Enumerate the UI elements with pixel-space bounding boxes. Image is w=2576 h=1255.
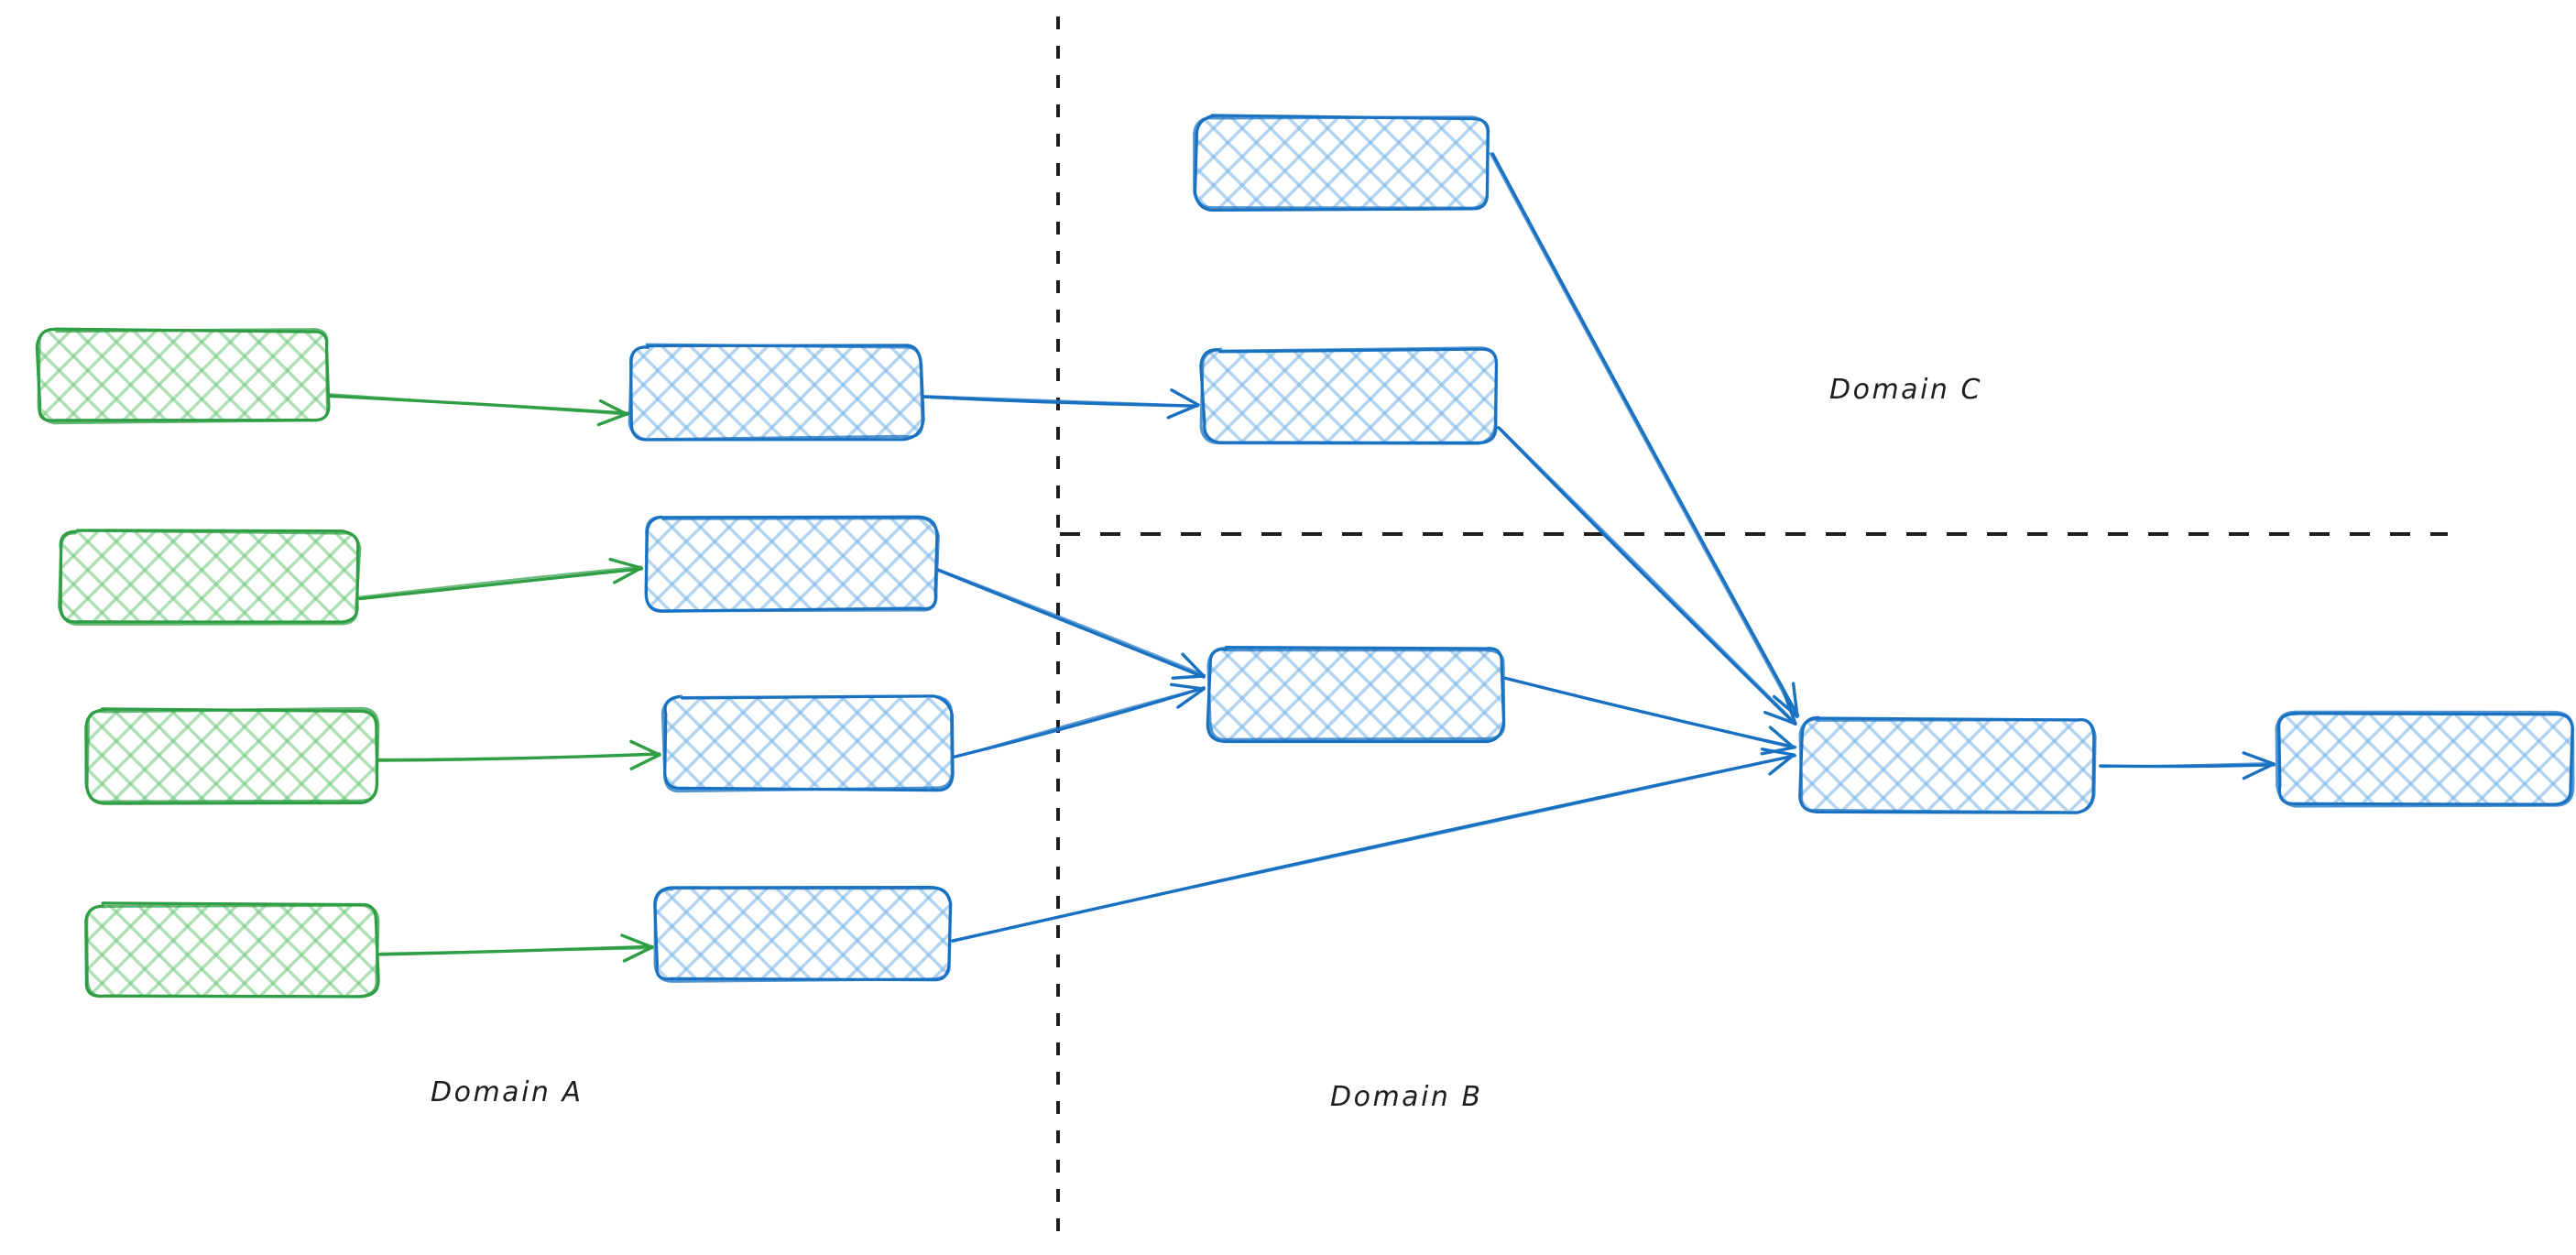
domain-label-b: Domain B xyxy=(1330,1081,1483,1113)
edge-arrow xyxy=(1503,676,1797,756)
node-blue-box[interactable] xyxy=(660,694,955,793)
node-green-box[interactable] xyxy=(35,327,331,425)
node-blue-box[interactable] xyxy=(644,515,940,613)
edge-layer xyxy=(327,152,2276,963)
edge-arrow xyxy=(953,682,1206,758)
node-blue-box[interactable] xyxy=(1199,346,1499,445)
domain-label-a: Domain A xyxy=(431,1076,584,1108)
edge-arrow xyxy=(376,739,661,770)
edge-arrow xyxy=(936,568,1206,680)
node-green-box[interactable] xyxy=(58,529,362,626)
node-layer xyxy=(35,114,2575,999)
edge-arrow xyxy=(1497,426,1797,726)
node-blue-box[interactable] xyxy=(1798,715,2097,814)
edge-arrow xyxy=(1489,152,1800,718)
node-blue-box[interactable] xyxy=(1193,114,1490,213)
node-green-box[interactable] xyxy=(84,706,380,805)
node-green-box[interactable] xyxy=(84,901,380,999)
domain-label-c: Domain C xyxy=(1829,374,1982,406)
divider-layer xyxy=(1056,16,2448,1239)
edge-arrow xyxy=(327,393,630,427)
edge-arrow xyxy=(922,388,1200,420)
edge-arrow xyxy=(356,557,644,601)
edge-arrow xyxy=(377,933,654,963)
edge-arrow xyxy=(2099,751,2276,780)
node-blue-box[interactable] xyxy=(628,343,925,442)
edge-arrow xyxy=(950,748,1797,943)
node-blue-box[interactable] xyxy=(2275,710,2575,808)
node-blue-box[interactable] xyxy=(653,885,953,983)
node-blue-box[interactable] xyxy=(1206,646,1506,744)
